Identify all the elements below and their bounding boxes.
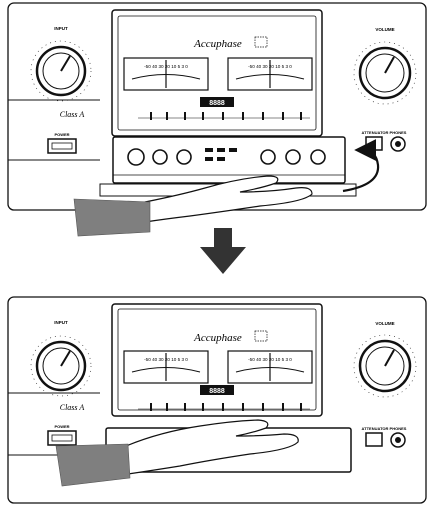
phones-label: PHONES — [390, 426, 407, 431]
display-window — [111, 9, 323, 137]
tone-knob — [127, 148, 145, 166]
attenuator-label: ATTENUATOR — [362, 130, 389, 135]
brand-logo: Accuphase — [193, 332, 242, 344]
power-label: POWER — [54, 424, 69, 429]
phones-label: PHONES — [390, 130, 407, 135]
class-a-label: Class A — [60, 110, 85, 119]
subpanel-controls-open — [112, 136, 346, 184]
digital-readout — [200, 385, 234, 395]
sleeve-cuff — [55, 443, 131, 487]
input-selector-knob[interactable] — [30, 335, 92, 397]
attenuator-button[interactable] — [365, 136, 383, 151]
volume-knob[interactable] — [353, 41, 417, 105]
hand-pressing-bottom — [55, 419, 299, 487]
digital-readout — [200, 97, 234, 107]
loudness-knob — [310, 149, 326, 165]
left-level-meter: -50 40 30 20 10 5 3 0 — [123, 57, 209, 91]
svg-text:8888: 8888 — [209, 100, 225, 107]
brand-logo: Accuphase — [193, 38, 242, 50]
attenuator-button[interactable] — [365, 432, 383, 447]
sleeve-cuff — [73, 198, 151, 237]
top-amplifier-panel: Accuphase -50 40 30 20 10 5 3 0 -50 40 3… — [7, 2, 427, 211]
input-label: INPUT — [54, 320, 68, 325]
down-arrow — [200, 228, 246, 274]
left-level-meter: -50 40 30 20 10 5 3 0 — [123, 350, 209, 384]
power-button[interactable] — [47, 430, 77, 446]
mode-knob — [285, 149, 301, 165]
hand-pushing-top — [73, 175, 313, 237]
power-button[interactable] — [47, 138, 77, 154]
attenuator-label: ATTENUATOR — [362, 426, 389, 431]
tone-knob — [176, 149, 192, 165]
volume-label: VOLUME — [375, 27, 394, 32]
switch-row — [138, 112, 310, 120]
class-a-label: Class A — [60, 403, 85, 412]
input-label: INPUT — [54, 26, 68, 31]
display-window — [111, 303, 323, 417]
balance-knob — [260, 149, 276, 165]
svg-text:8888: 8888 — [209, 388, 225, 395]
tone-knob — [152, 149, 168, 165]
switch-row — [138, 403, 310, 411]
volume-knob[interactable] — [353, 334, 417, 398]
right-level-meter: -50 40 30 20 10 5 3 0 — [227, 57, 313, 91]
volume-label: VOLUME — [375, 321, 394, 326]
power-label: POWER — [54, 132, 69, 137]
right-level-meter: -50 40 30 20 10 5 3 0 — [227, 350, 313, 384]
curved-push-arrow — [342, 139, 380, 193]
input-selector-knob[interactable] — [30, 40, 92, 102]
